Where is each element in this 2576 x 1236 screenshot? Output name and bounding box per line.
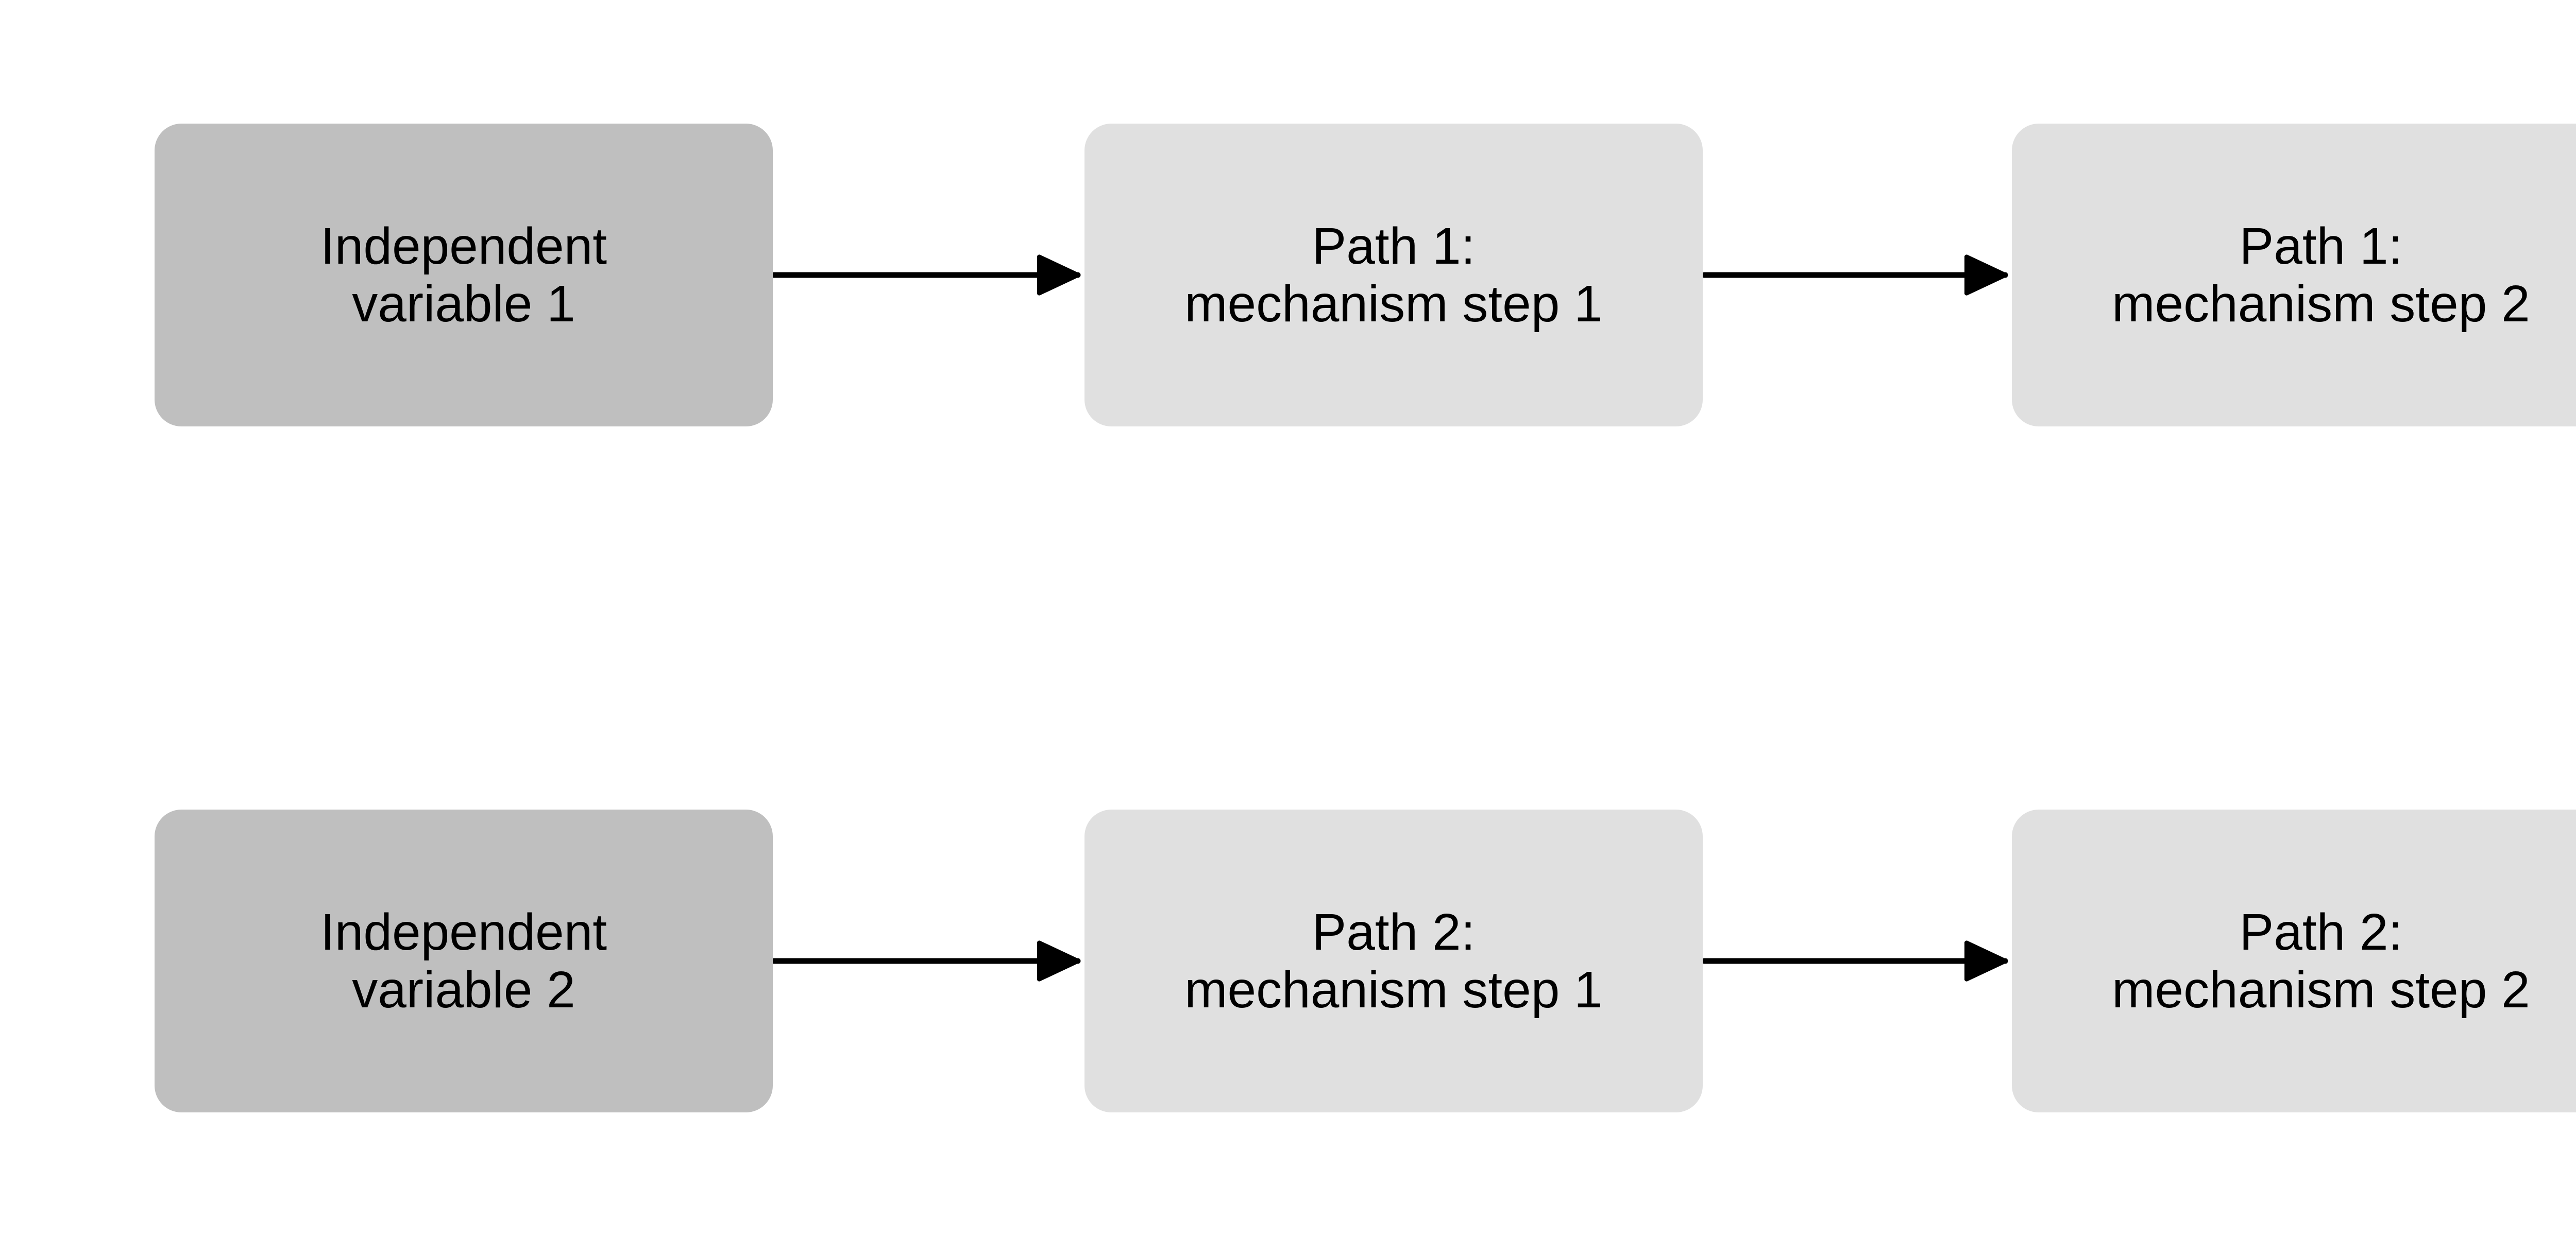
node-independent-variable-2: Independent variable 2 — [155, 810, 773, 1112]
node-label: Path 1: mechanism step 1 — [1184, 217, 1603, 333]
node-label: Path 2: mechanism step 2 — [2112, 903, 2530, 1019]
node-path2-step1: Path 2: mechanism step 1 — [1084, 810, 1703, 1112]
node-path1-step2: Path 1: mechanism step 2 — [2012, 124, 2576, 426]
node-label: Path 1: mechanism step 2 — [2112, 217, 2530, 333]
node-path1-step1: Path 1: mechanism step 1 — [1084, 124, 1703, 426]
node-label: Path 2: mechanism step 1 — [1184, 903, 1603, 1019]
node-label: Independent variable 2 — [320, 903, 607, 1019]
node-label: Independent variable 1 — [320, 217, 607, 333]
node-path2-step2: Path 2: mechanism step 2 — [2012, 810, 2576, 1112]
node-independent-variable-1: Independent variable 1 — [155, 124, 773, 426]
